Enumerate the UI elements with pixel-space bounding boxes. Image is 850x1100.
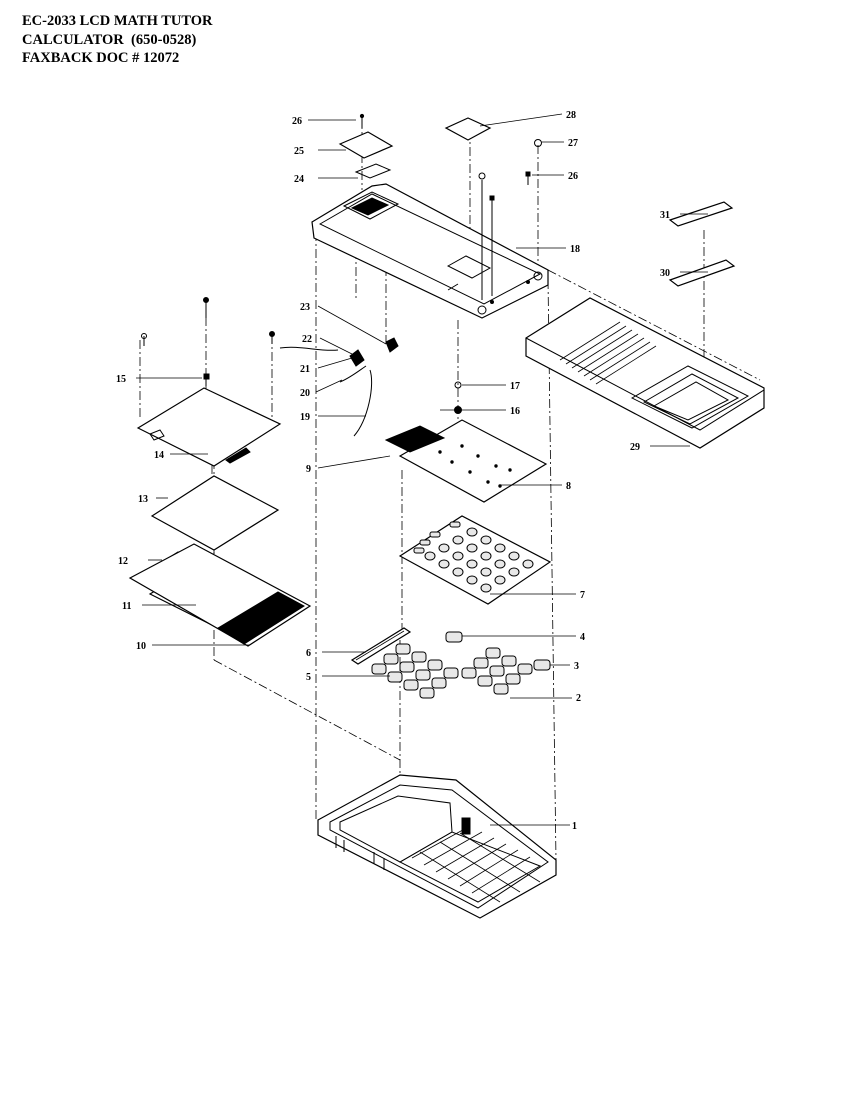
callout-10: 10 — [136, 641, 146, 652]
part-20-part-19-wire — [279, 346, 373, 437]
callout-31: 31 — [660, 210, 670, 221]
title-line-1: EC-2033 LCD MATH TUTOR — [22, 13, 213, 29]
callout-23: 23 — [300, 302, 310, 313]
callout-21: 21 — [300, 364, 310, 375]
title-line-3: FAXBACK DOC # 12072 — [22, 50, 180, 66]
part-23-contact — [385, 337, 399, 353]
part-26-screw-top — [359, 113, 365, 128]
part-10-lcd-backing — [128, 543, 312, 647]
part-28-label — [444, 117, 492, 141]
part-7-rubber-keypad — [398, 515, 552, 605]
part-4-key — [445, 631, 463, 643]
callout-2: 2 — [576, 693, 581, 704]
callout-19: 19 — [300, 412, 310, 423]
callout-numbers: 1 2 3 4 5 6 7 8 9 10 11 12 13 14 15 16 1… — [116, 110, 670, 832]
part-30-label — [668, 259, 736, 287]
callout-14: 14 — [154, 450, 164, 461]
document-header: EC-2033 LCD MATH TUTOR CALCULATOR (650-0… — [22, 12, 213, 68]
callout-4: 4 — [580, 632, 585, 643]
part-17-washer — [454, 381, 462, 389]
part-18-top-case — [311, 183, 549, 319]
part-24-window — [354, 163, 392, 179]
part-25-cover — [338, 131, 394, 159]
leader-lines — [136, 113, 708, 826]
callout-5: 5 — [306, 672, 311, 683]
callout-8: 8 — [566, 481, 571, 492]
callout-15: 15 — [116, 374, 126, 385]
part-1-bottom-case — [317, 774, 557, 919]
part-3-key — [533, 659, 551, 671]
callout-18: 18 — [570, 244, 580, 255]
callout-29: 29 — [630, 442, 640, 453]
callout-28: 28 — [566, 110, 576, 121]
callout-17: 17 — [510, 381, 520, 392]
callout-12: 12 — [118, 556, 128, 567]
callout-20: 20 — [300, 388, 310, 399]
part-13-insulator-sheet — [150, 475, 280, 551]
part-29-slide-cover — [525, 297, 765, 449]
callout-3: 3 — [574, 661, 579, 672]
callout-27: 27 — [568, 138, 578, 149]
callout-24: 24 — [294, 174, 304, 185]
part-6-key-strip — [350, 627, 412, 665]
callout-16: 16 — [510, 406, 520, 417]
callout-26-right: 26 — [568, 171, 578, 182]
part-14-back-plate — [136, 387, 282, 467]
callout-22: 22 — [302, 334, 312, 345]
callout-26-top: 26 — [292, 116, 302, 127]
title-line-2: CALCULATOR (650-0528) — [22, 31, 197, 48]
part-9-lcd-connector — [384, 425, 446, 453]
callout-30: 30 — [660, 268, 670, 279]
callout-1: 1 — [572, 821, 577, 832]
callout-7: 7 — [580, 590, 585, 601]
part-26-screw-right — [525, 171, 531, 185]
screws-top-case — [478, 172, 495, 300]
part-2-keypad-right — [461, 647, 533, 695]
callout-11: 11 — [122, 601, 131, 612]
callout-25: 25 — [294, 146, 304, 157]
part-27-knob — [534, 139, 542, 147]
callout-6: 6 — [306, 648, 311, 659]
part-15-screws — [141, 297, 275, 386]
part-5-keypad-left — [371, 643, 459, 699]
part-21-part-22-clip — [349, 349, 365, 367]
callout-13: 13 — [138, 494, 148, 505]
callout-9: 9 — [306, 464, 311, 475]
